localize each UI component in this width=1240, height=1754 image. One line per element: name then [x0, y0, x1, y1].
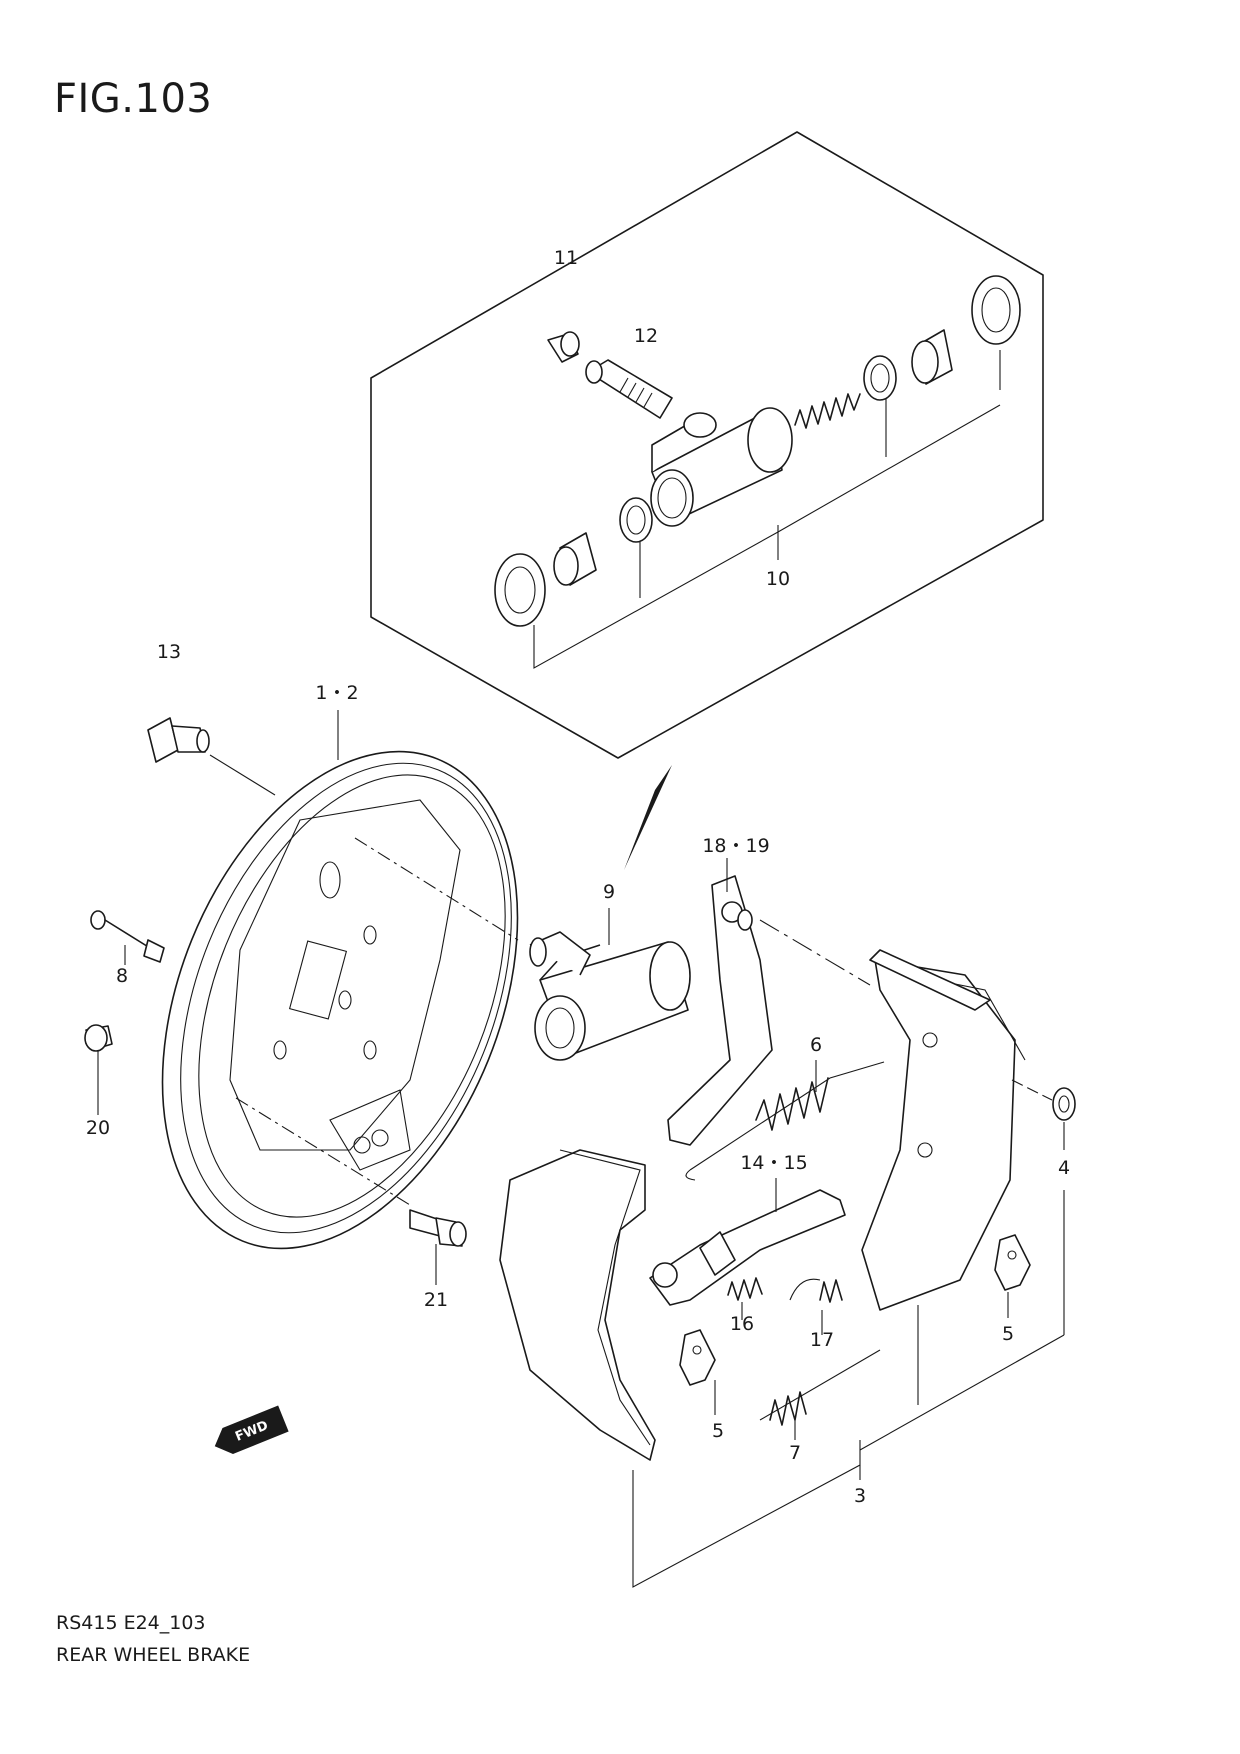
drawing-code: RS415 E24_103: [56, 1612, 206, 1634]
kit-parts: [494, 275, 1021, 627]
shoe-set-bracket: [632, 1190, 1065, 1588]
callout-10: 10: [766, 568, 790, 590]
callout-11: 11: [554, 247, 578, 269]
callout-7: 7: [789, 1442, 801, 1464]
shoe-adjuster: [649, 1189, 846, 1306]
callout-21: 21: [424, 1289, 448, 1311]
upper-return-spring: [685, 1061, 885, 1181]
callout-14-15: 14・15: [740, 1152, 807, 1174]
shoe-hold-pin: [90, 910, 165, 963]
plug: [84, 1024, 113, 1052]
callout-6: 6: [810, 1034, 822, 1056]
brake-shoe-right: [861, 949, 1026, 1311]
callout-13: 13: [157, 641, 181, 663]
wheel-cylinder-body: [650, 407, 793, 527]
piston-left: [553, 532, 597, 586]
backing-plate-bolt: [147, 717, 210, 763]
cylinder-bolt: [409, 1209, 467, 1247]
brake-shoe-left: [499, 1149, 656, 1461]
adjuster-lever-spring: [789, 1278, 843, 1303]
shoe-hold-washer: [1052, 1087, 1076, 1121]
callout-3: 3: [854, 1485, 866, 1507]
dust-boot-right: [971, 275, 1021, 345]
callout-9: 9: [603, 881, 615, 903]
piston-cup-left: [619, 497, 653, 543]
fwd-badge: [214, 1405, 289, 1454]
backing-plate: [161, 750, 519, 1250]
kit-pointer: [624, 765, 672, 870]
callout-20: 20: [86, 1117, 110, 1139]
callout-5-left: 5: [712, 1420, 724, 1442]
bleeder-cap: [547, 331, 580, 363]
parking-brake-lever: [667, 875, 773, 1146]
figure-title: FIG.103: [54, 76, 213, 122]
dust-boot-left: [494, 553, 546, 627]
adjuster-spring: [727, 1277, 763, 1301]
bleeder-screw: [585, 359, 673, 419]
callout-16: 16: [730, 1313, 754, 1335]
callout-1-2: 1・2: [315, 682, 358, 704]
lower-return-spring: [759, 1349, 881, 1426]
callout-8: 8: [116, 965, 128, 987]
callout-17: 17: [810, 1329, 834, 1351]
wheel-cylinder-kit-box: [370, 131, 1044, 759]
wheel-cylinder: [529, 931, 691, 1061]
callout-4: 4: [1058, 1157, 1070, 1179]
piston-right: [911, 329, 953, 385]
cylinder-spring: [794, 393, 861, 429]
piston-cup-right: [863, 355, 897, 401]
callout-5-right: 5: [1002, 1323, 1014, 1345]
hold-down-spring-left: [679, 1329, 716, 1386]
drawing-caption: REAR WHEEL BRAKE: [56, 1644, 251, 1666]
callout-12: 12: [634, 325, 658, 347]
hold-down-spring-right: [994, 1234, 1031, 1291]
callout-18-19: 18・19: [702, 835, 769, 857]
